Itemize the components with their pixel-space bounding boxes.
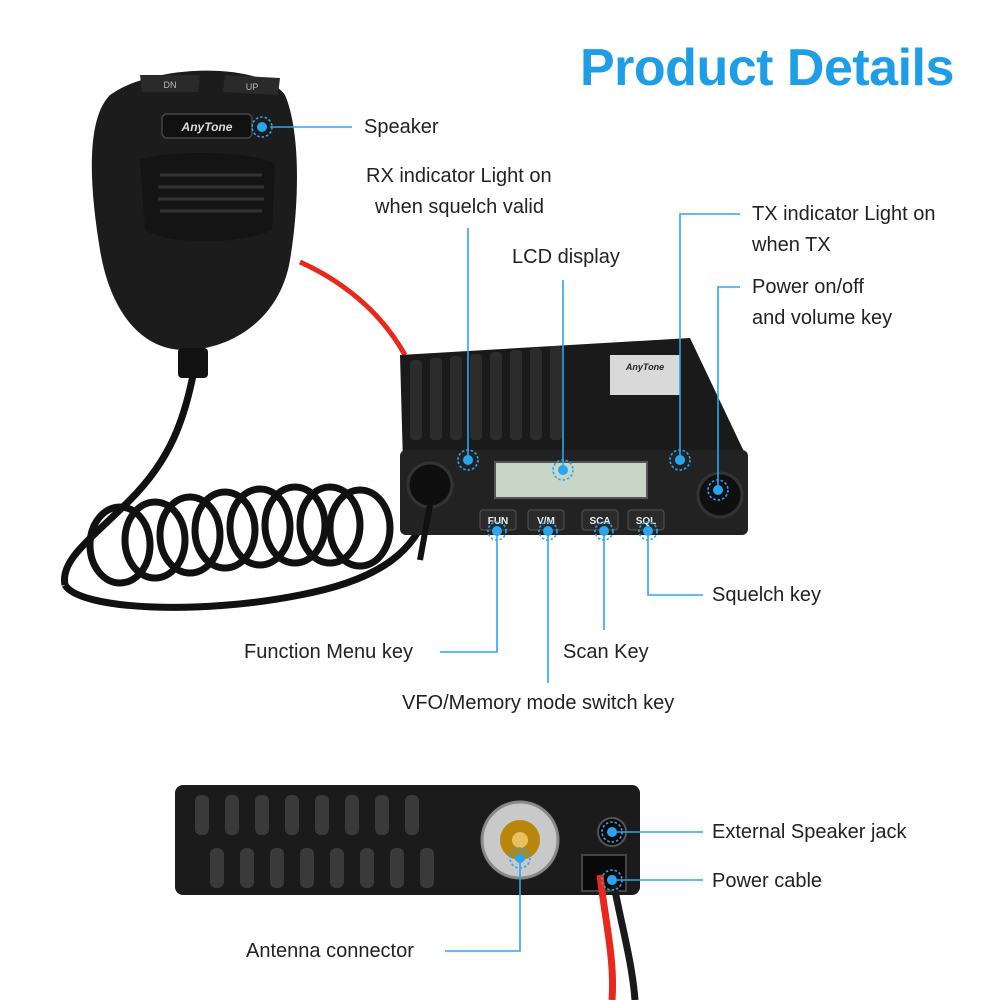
- label-function-menu-key: Function Menu key: [244, 641, 413, 663]
- label-rx-indicator-2: when squelch valid: [375, 196, 544, 218]
- vm-key-label: V/M: [537, 516, 555, 527]
- volume-knob: [696, 471, 744, 519]
- label-power-volume-2: and volume key: [752, 307, 893, 329]
- label-scan-key: Scan Key: [563, 641, 649, 663]
- label-vfo-memory-key: VFO/Memory mode switch key: [402, 692, 675, 714]
- label-speaker: Speaker: [364, 116, 439, 138]
- label-squelch-key: Squelch key: [712, 584, 821, 606]
- label-external-speaker-jack: External Speaker jack: [712, 821, 907, 843]
- mic-up-button: UP: [246, 82, 259, 92]
- power-cable-black: [608, 874, 639, 1000]
- label-power-cable: Power cable: [712, 870, 823, 892]
- sql-key-label: SQL: [636, 516, 657, 527]
- power-cable-red: [596, 874, 616, 1000]
- sca-key-label: SCA: [589, 516, 610, 527]
- callout-lines: [270, 126, 740, 952]
- callout-markers: [251, 116, 729, 891]
- label-antenna-connector: Antenna connector: [246, 940, 414, 962]
- mic-red-wire: [298, 259, 408, 357]
- radio-rear-view: [175, 785, 640, 1000]
- lcd-screen: [494, 461, 648, 499]
- page-title: Product Details: [580, 39, 954, 97]
- label-tx-indicator-2: when TX: [752, 234, 831, 256]
- label-lcd-display: LCD display: [512, 246, 620, 268]
- fun-key-label: FUN: [488, 516, 509, 527]
- handheld-microphone: AnyTone DN UP: [91, 70, 297, 378]
- mic-dn-button: DN: [164, 80, 177, 90]
- mic-brand-logo: AnyTone: [181, 120, 233, 134]
- label-tx-indicator-1: TX indicator Light on: [752, 203, 936, 225]
- mic-socket: [406, 461, 454, 509]
- radio-main-unit: AnyTone FUN V/M SCA SQL: [400, 338, 748, 561]
- label-power-volume-1: Power on/off: [752, 276, 864, 298]
- label-rx-indicator-1: RX indicator Light on: [366, 165, 552, 187]
- coiled-cord: [60, 364, 434, 611]
- radio-brand-label: AnyTone: [625, 362, 664, 372]
